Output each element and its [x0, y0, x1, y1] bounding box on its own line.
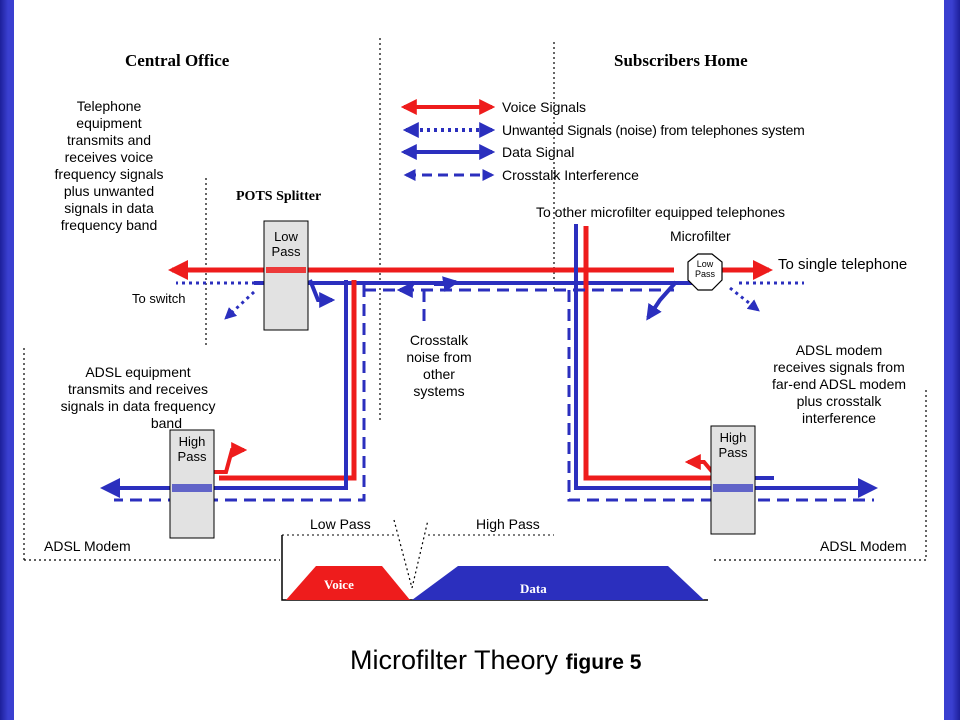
adsl-modem-note: ADSL modem receives signals from far-end… [771, 342, 907, 426]
home-high-pass-filter-label: High Pass [718, 430, 748, 460]
section-dividers [23, 38, 927, 589]
voice-band-label: Voice [324, 577, 354, 592]
other-telephones-label: To other microfilter equipped telephones [536, 204, 786, 220]
caption-figure-number: figure 5 [565, 651, 642, 674]
high-pass-band-label: High Pass [476, 516, 540, 532]
low-pass-band-label: Low Pass [310, 516, 371, 532]
home-adsl-modem-label: ADSL Modem [820, 538, 907, 554]
filter-boxes [169, 220, 756, 539]
legend-crosstalk-label: Crosstalk Interference [502, 167, 639, 183]
co-adsl-modem-label: ADSL Modem [44, 538, 131, 554]
microfilter-label: Microfilter [670, 228, 731, 244]
caption-title: Microfilter Theory [350, 645, 559, 675]
adsl-equipment-note: ADSL equipment transmits and receives si… [60, 364, 216, 431]
frequency-chart [281, 534, 708, 601]
legend-data-label: Data Signal [502, 144, 575, 160]
single-telephone-label: To single telephone [778, 256, 908, 273]
legend-noise-label: Unwanted Signals (noise) from telephones… [502, 122, 805, 138]
central-office-heading: Central Office [125, 51, 230, 70]
low-pass-filter-label: Low Pass [271, 229, 301, 259]
legend-voice-label: Voice Signals [502, 99, 587, 115]
data-band-label: Data [520, 581, 547, 596]
pots-splitter-label: POTS Splitter [236, 189, 322, 204]
telephone-equipment-note: Telephone equipment transmits and receiv… [54, 98, 164, 233]
diagram-graphics [23, 38, 927, 601]
subscribers-home-heading: Subscribers Home [614, 51, 748, 70]
slide: Central Office Subscribers Home Voice Si… [14, 0, 944, 720]
crosstalk-noise-note: Crosstalk noise from other systems [406, 332, 472, 399]
legend-lines [400, 99, 496, 181]
microfilter-low-pass-text: Low Pass [694, 259, 715, 279]
co-high-pass-filter-label: High Pass [177, 434, 207, 464]
figure-caption: Microfilter Theory figure 5 [350, 644, 641, 679]
signal-lines [100, 224, 878, 498]
to-switch-label: To switch [132, 291, 186, 306]
noise-lines [176, 281, 804, 320]
